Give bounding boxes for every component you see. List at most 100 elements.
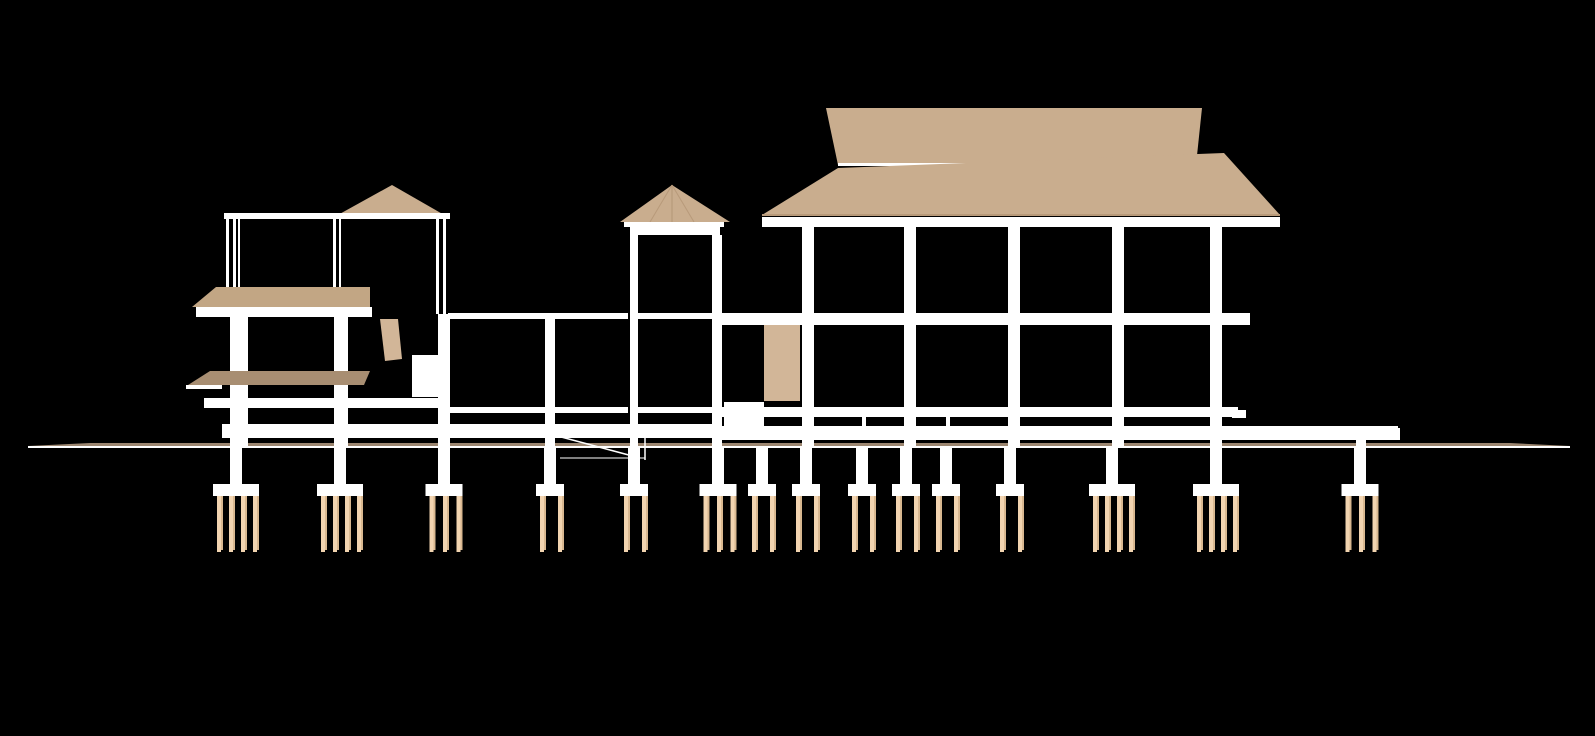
pile — [321, 496, 325, 552]
pile-cap — [317, 484, 363, 496]
pile-shadow — [433, 496, 436, 550]
pile — [253, 496, 257, 552]
pile-shadow — [1213, 496, 1215, 550]
pile-cap — [425, 484, 463, 496]
pile — [896, 496, 900, 552]
pile-cap — [620, 484, 648, 496]
pile-shadow — [756, 496, 758, 550]
pile-shadow — [233, 496, 235, 550]
pile-cap — [699, 484, 737, 496]
pile — [1359, 496, 1363, 552]
main-hall-upper-roof — [826, 108, 1202, 165]
pile-shadow — [562, 496, 564, 550]
pile-shadow — [628, 496, 630, 550]
pile — [1233, 496, 1237, 552]
pile-shadow — [958, 496, 960, 550]
main-hall-columns — [802, 227, 1222, 447]
hall-column — [802, 227, 814, 447]
pile-shadow — [800, 496, 802, 550]
pile-cap — [1089, 484, 1135, 496]
pile-shadow — [1376, 496, 1379, 550]
left-pavilion-top-beam — [224, 213, 450, 219]
pile — [914, 496, 918, 552]
ground-line — [28, 443, 1570, 448]
pile-shadow — [245, 496, 247, 550]
stilt-column — [800, 447, 812, 485]
pile — [241, 496, 245, 552]
pile-shadow — [544, 496, 546, 550]
pile — [752, 496, 756, 552]
stilt-column — [856, 447, 868, 485]
pile-shadow — [900, 496, 902, 550]
left-pavilion-lower-deck — [188, 371, 370, 385]
main-hall-lower-roof — [762, 153, 1280, 215]
stilt-column — [544, 447, 556, 485]
pile — [1209, 496, 1213, 552]
pile — [333, 496, 337, 552]
stilt-column — [900, 447, 912, 485]
pile — [1197, 496, 1201, 552]
pile-shadow — [1237, 496, 1239, 550]
right-deck — [1200, 428, 1400, 488]
main-hall-eave-beam — [762, 217, 1280, 227]
pile-shadow — [1022, 496, 1024, 550]
pile-cap — [1193, 484, 1239, 496]
pile — [730, 496, 735, 552]
pile-shadow — [325, 496, 327, 550]
pile — [1105, 496, 1109, 552]
pile — [357, 496, 361, 552]
pile — [540, 496, 544, 552]
pile-cap — [748, 484, 776, 496]
pile-shadow — [460, 496, 463, 550]
pile — [1345, 496, 1350, 552]
pile — [796, 496, 800, 552]
pile-shadow — [1225, 496, 1227, 550]
stilt-column — [756, 447, 768, 485]
hall-column — [904, 227, 916, 447]
pile-shadow — [918, 496, 920, 550]
pile — [558, 496, 562, 552]
pile — [229, 496, 233, 552]
pile — [642, 496, 646, 552]
pile-cap — [932, 484, 960, 496]
hall-column — [1210, 227, 1222, 447]
pile-shadow — [1109, 496, 1111, 550]
pile-shadow — [1133, 496, 1135, 550]
left-pavilion-roof — [336, 185, 446, 216]
pile — [1093, 496, 1097, 552]
pile — [443, 496, 447, 552]
pile-shadow — [734, 496, 737, 550]
pile-foundations — [213, 484, 1379, 552]
stilt-column — [940, 447, 952, 485]
pile — [624, 496, 628, 552]
pile — [429, 496, 434, 552]
pile — [1372, 496, 1377, 552]
pile — [936, 496, 940, 552]
pile — [954, 496, 958, 552]
pile — [1129, 496, 1133, 552]
pile-shadow — [707, 496, 710, 550]
pile — [852, 496, 856, 552]
pile-shadow — [257, 496, 259, 550]
pile-shadow — [874, 496, 876, 550]
pile — [1221, 496, 1225, 552]
stilt-column — [334, 447, 346, 485]
pile — [703, 496, 708, 552]
pile-cap — [1341, 484, 1379, 496]
stilt-column — [438, 447, 450, 485]
pile-shadow — [1121, 496, 1123, 550]
pile-shadow — [940, 496, 942, 550]
pile-shadow — [1097, 496, 1099, 550]
left-pavilion — [186, 185, 450, 447]
left-pavilion-upper-deck — [192, 287, 370, 307]
stilt-column — [628, 447, 640, 485]
pile-cap — [792, 484, 820, 496]
pile — [717, 496, 721, 552]
pile-shadow — [774, 496, 776, 550]
pile-shadow — [361, 496, 363, 550]
pile — [1117, 496, 1121, 552]
pile-cap — [536, 484, 564, 496]
main-hall — [718, 108, 1398, 440]
pile-shadow — [721, 496, 723, 550]
